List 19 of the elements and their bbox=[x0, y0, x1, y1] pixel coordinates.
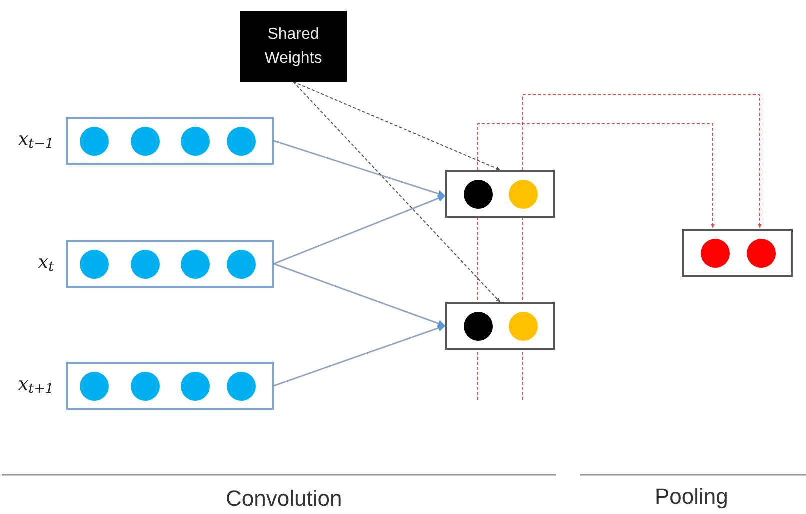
dashed-arrow bbox=[293, 82, 500, 170]
variable-label: x$_{t+1}$ bbox=[18, 376, 54, 394]
arrow bbox=[274, 263, 446, 328]
pooled-box bbox=[682, 229, 793, 277]
section-label: Pooling bbox=[655, 486, 728, 508]
vector-box bbox=[66, 362, 274, 410]
dashed-arrow bbox=[293, 82, 500, 302]
variable-label: x$_{t−1}$ bbox=[18, 131, 54, 149]
variable-label: x$_{t}$ bbox=[38, 254, 54, 272]
feature-box bbox=[445, 302, 555, 350]
label-box bbox=[240, 11, 347, 82]
box-label: Shared Weights bbox=[264, 24, 324, 68]
arrow bbox=[274, 324, 446, 387]
section-label: Convolution bbox=[226, 488, 342, 510]
arrow bbox=[274, 195, 446, 265]
arrow bbox=[274, 140, 446, 198]
vector-box bbox=[66, 117, 274, 165]
vector-box bbox=[66, 240, 274, 288]
feature-box bbox=[445, 170, 555, 218]
